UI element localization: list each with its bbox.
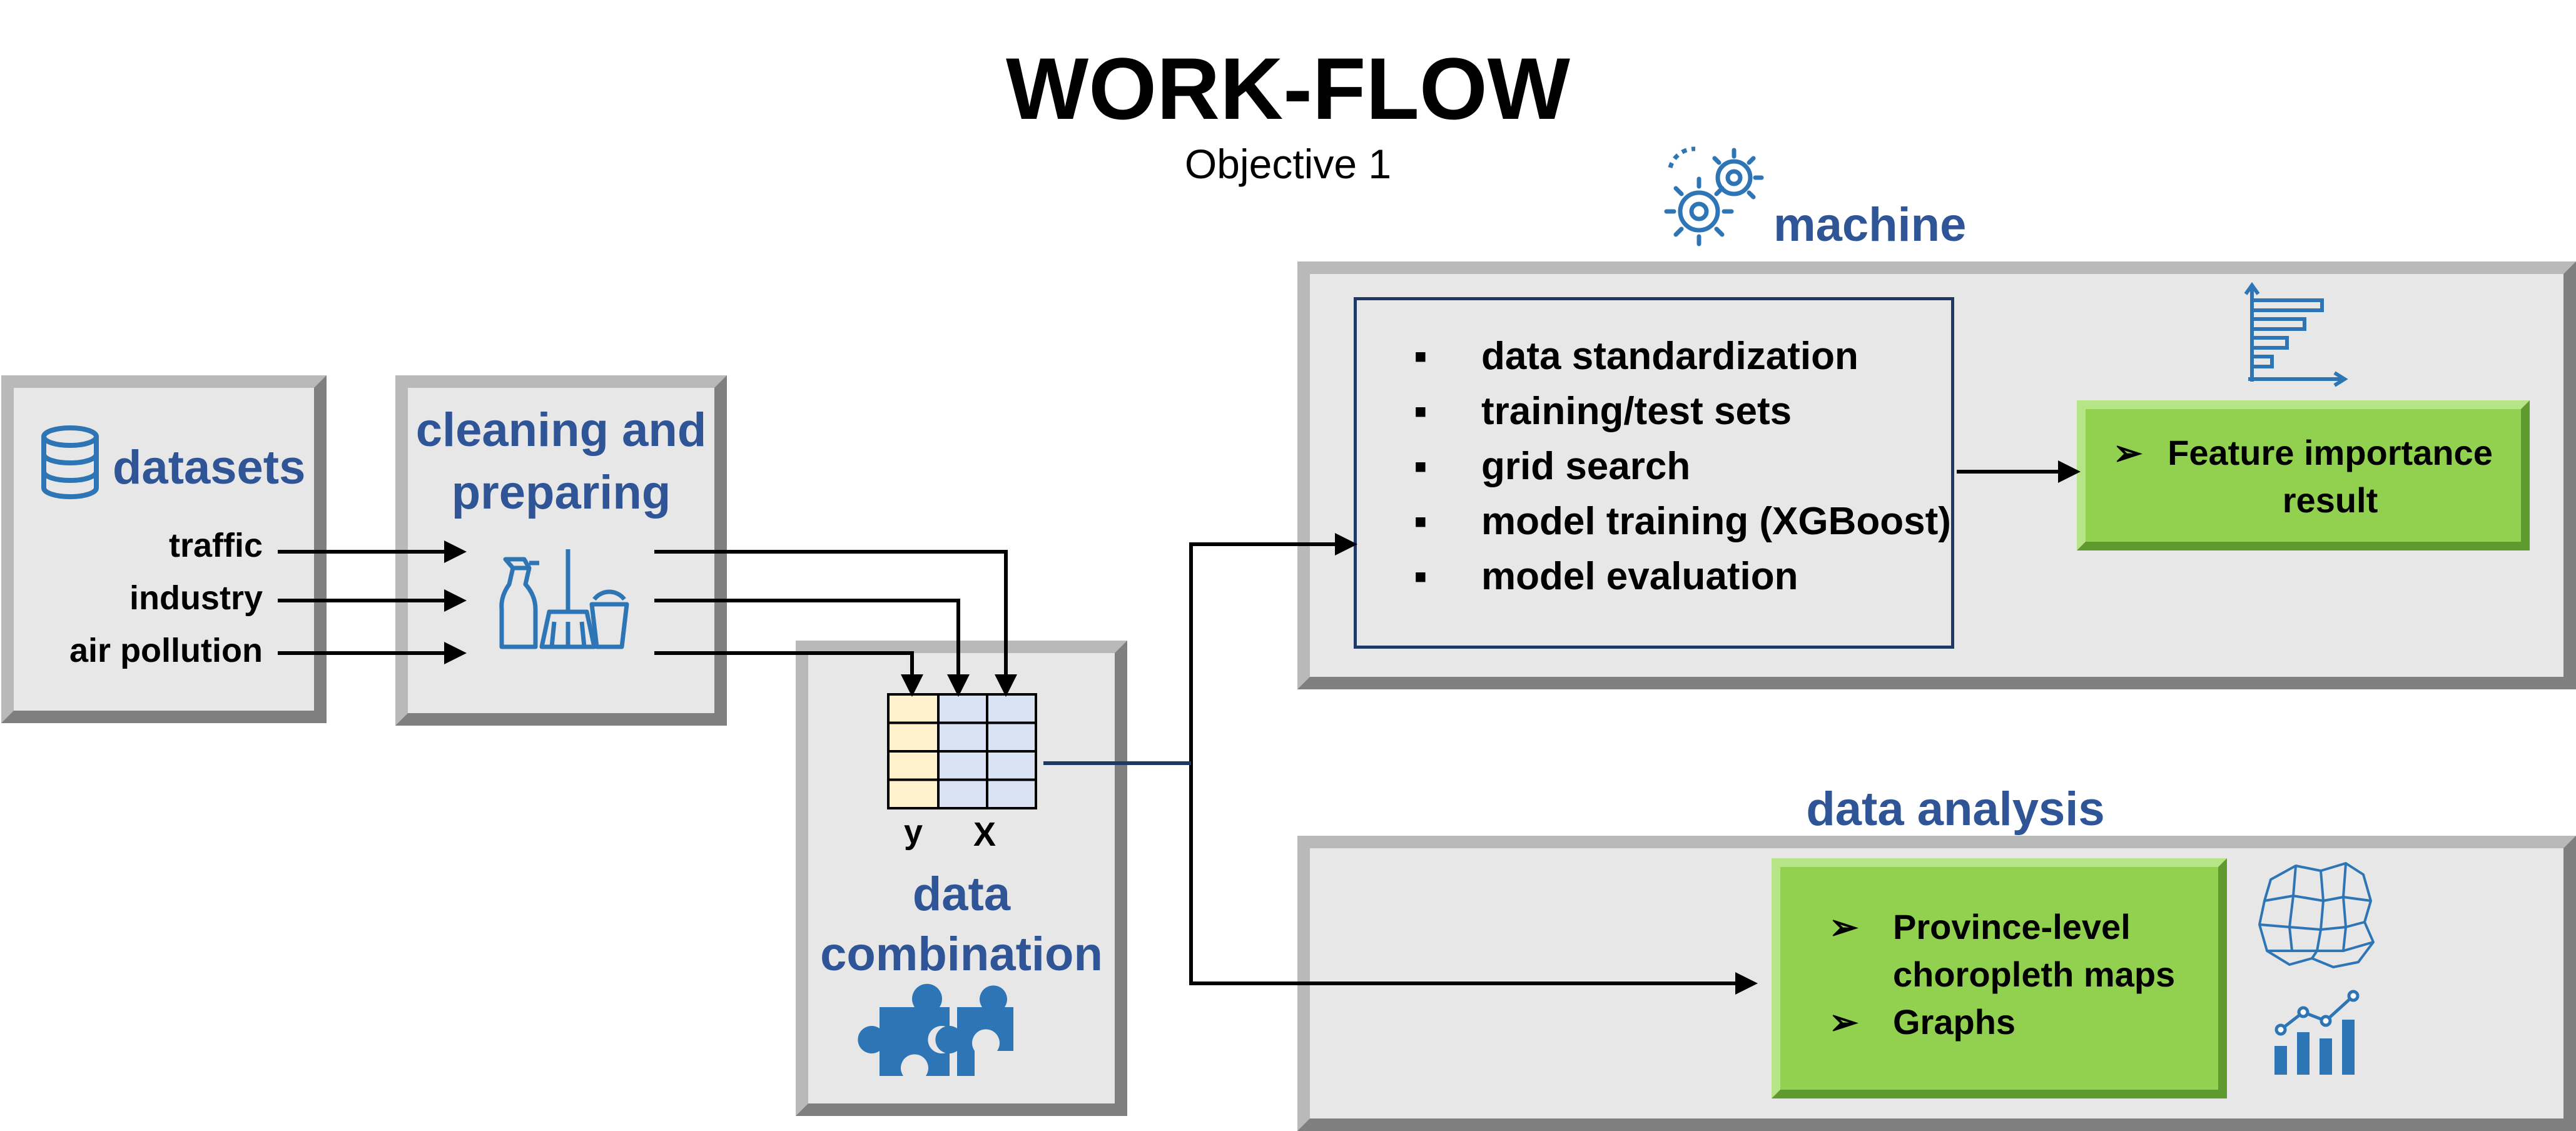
ml-step: ▪data standardization: [1414, 335, 1858, 378]
cleaning-title-line1: cleaning and: [415, 403, 707, 457]
page-title: WORK-FLOW: [1006, 39, 1570, 138]
feature-importance-line2: result: [2282, 480, 2378, 520]
poland-map-icon: [2252, 857, 2377, 971]
ml-step: ▪model evaluation: [1414, 555, 1798, 598]
datasets-title: datasets: [113, 441, 306, 494]
ml-steps-box: [1354, 297, 1954, 649]
x-label: X: [973, 816, 996, 853]
analysis-bullet-1: ➢: [1829, 907, 1858, 946]
growth-chart-icon: [2271, 988, 2365, 1076]
dataset-item-air-pollution: air pollution: [69, 632, 263, 669]
page-subtitle: Objective 1: [1184, 141, 1392, 187]
y-label: y: [903, 813, 923, 851]
ml-step: ▪training/test sets: [1414, 390, 1792, 433]
analysis-title: data analysis: [1806, 783, 2105, 836]
dataset-item-industry: industry: [129, 579, 263, 617]
datasets-panel: [1, 375, 327, 723]
feature-importance-line1: Feature importance: [2168, 433, 2493, 472]
feature-importance-box: [2077, 400, 2530, 550]
combination-title-line2: combination: [820, 928, 1103, 981]
feature-importance-bullet: ➢: [2113, 433, 2142, 472]
analysis-item-2: Graphs: [1893, 1002, 2016, 1042]
analysis-bullet-2: ➢: [1829, 1002, 1858, 1042]
data-table-icon: [887, 693, 1037, 809]
database-icon: [40, 425, 100, 499]
combination-title-line1: data: [912, 868, 1011, 921]
cleaning-supplies-icon: [494, 547, 629, 650]
ml-step: ▪model training (XGBoost): [1414, 500, 1951, 543]
analysis-item-1-line1: Province-level: [1893, 907, 2131, 946]
puzzle-icon: [858, 982, 1018, 1082]
gears-icon: [1664, 143, 1764, 249]
analysis-item-1-line2: choropleth maps: [1893, 955, 2176, 994]
cleaning-title-line2: preparing: [451, 466, 671, 519]
analysis-results-box: [1772, 858, 2227, 1098]
ml-step: ▪grid search: [1414, 445, 1691, 488]
bar-chart-icon: [2243, 281, 2350, 387]
dataset-item-traffic: traffic: [168, 527, 263, 564]
